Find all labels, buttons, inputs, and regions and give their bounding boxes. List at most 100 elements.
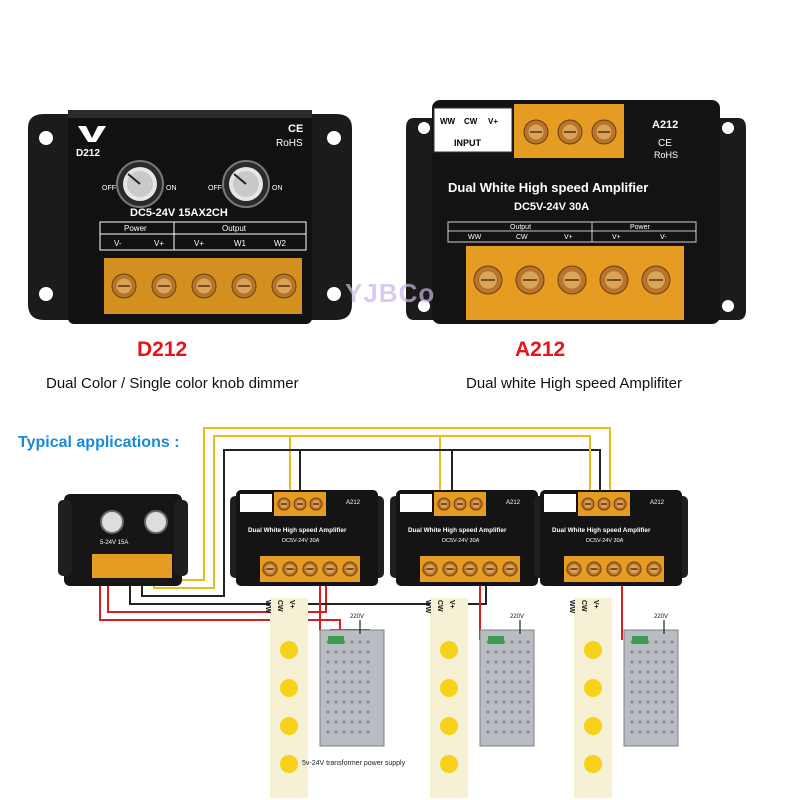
strip-label: V+ (448, 600, 455, 609)
a212-input-label: INPUT (454, 138, 482, 148)
app-output-screw (606, 561, 622, 577)
a212-screw-terminal (641, 265, 671, 295)
led-dot (584, 717, 602, 735)
a212-input-terminal-label: WW (440, 117, 456, 126)
app-amp-rating: DC5V-24V 30A (282, 538, 320, 544)
psu-caption: 5v-24V transformer power supply (302, 760, 406, 767)
led-dot (280, 679, 298, 697)
app-amp-rating: DC5V-24V 30A (442, 538, 480, 544)
strip-label: CW (276, 600, 283, 612)
app-output-screw (462, 561, 478, 577)
d212-terminal-label: W1 (234, 239, 247, 248)
app-amp-name: Dual White High speed Amplifier (408, 527, 507, 534)
strip-label: CW (580, 600, 587, 612)
led-dot (440, 641, 458, 659)
strip-label: WW (424, 600, 431, 614)
a212-rating: DC5V-24V 30A (514, 201, 589, 213)
d212-screw-terminals (111, 273, 297, 299)
d212-knob-2[interactable] (222, 160, 270, 208)
app-amp-model: A212 (346, 500, 361, 506)
d212-ce-mark: CE (288, 123, 303, 135)
strip-label: V+ (592, 600, 599, 609)
d212-output-header: Output (222, 224, 247, 233)
led-dot (584, 679, 602, 697)
app-dimmer-rating: 5-24V 15A (100, 540, 128, 546)
app-amp-rating: DC5V-24V 30A (586, 538, 624, 544)
app-amp-model: A212 (650, 500, 665, 506)
a212-model-label: A212 (652, 119, 678, 131)
a212-terminal-label: V+ (564, 234, 573, 241)
d212-title: D212 (137, 338, 188, 361)
app-amp-model: A212 (506, 500, 521, 506)
app-input-screw (581, 497, 595, 511)
a212-input-screws (523, 119, 617, 145)
app-input-screw (309, 497, 323, 511)
a212-rohs-mark: RoHS (654, 150, 678, 160)
a212-product-name: Dual White High speed Amplifier (448, 180, 648, 195)
led-dot (280, 641, 298, 659)
a212-caption: Dual white High speed Amplifiter (466, 375, 682, 392)
d212-knob-1[interactable] (116, 160, 164, 208)
a212-screw-terminals (473, 265, 671, 295)
d212-terminal-label: V+ (194, 239, 204, 248)
d212-terminal-label: W2 (274, 239, 287, 248)
app-output-screw (262, 561, 278, 577)
d212-rohs-mark: RoHS (276, 138, 303, 149)
a212-input-terminal-label: V+ (488, 117, 498, 126)
a212-device-image: WW CW V+ INPUT A212 CE RoHS Dual White Hig… (406, 100, 746, 324)
a212-input-terminal-label: CW (464, 117, 478, 126)
d212-screw-terminal (271, 273, 297, 299)
a212-input-terminal-labels: WW CW V+ (440, 117, 498, 126)
a212-input-screw (523, 119, 549, 145)
app-output-screw (342, 561, 358, 577)
a212-screw-terminal (473, 265, 503, 295)
mains-label: 220V (510, 614, 524, 620)
led-dot (584, 755, 602, 773)
d212-logo-model: D212 (76, 148, 100, 159)
led-dot (440, 717, 458, 735)
app-dimmer: 5-24V 15A (58, 494, 188, 586)
app-input-screw (613, 497, 627, 511)
watermark: YJBCo (345, 278, 436, 308)
app-output-screw (646, 561, 662, 577)
d212-terminal-label: V- (114, 239, 122, 248)
d212-power-header: Power (124, 224, 147, 233)
a212-ce-mark: CE (658, 138, 672, 149)
strip-label: V+ (288, 600, 295, 609)
app-amp-name: Dual White High speed Amplifier (552, 527, 651, 534)
a212-terminal-label: V+ (612, 234, 621, 241)
a212-terminal-label: CW (516, 234, 528, 241)
d212-screw-terminal (151, 273, 177, 299)
app-input-screw (277, 497, 291, 511)
led-dot (584, 641, 602, 659)
app-input-screw (293, 497, 307, 511)
d212-knob2-off: OFF (208, 185, 222, 192)
a212-screw-terminal (515, 265, 545, 295)
d212-screw-terminal (231, 273, 257, 299)
d212-screw-terminal (111, 273, 137, 299)
a212-input-screw (557, 119, 583, 145)
strip-label: WW (568, 600, 575, 614)
d212-knob1-on: ON (166, 185, 177, 192)
a212-power-header: Power (630, 224, 651, 231)
app-output-screw (502, 561, 518, 577)
app-input-screw (597, 497, 611, 511)
app-amp-name: Dual White High speed Amplifier (248, 527, 347, 534)
app-input-screw (437, 497, 451, 511)
led-dot (280, 717, 298, 735)
mains-label: 220V (654, 614, 668, 620)
app-output-screw (442, 561, 458, 577)
app-output-screw (482, 561, 498, 577)
app-output-screw (302, 561, 318, 577)
applications-title: Typical applications : (18, 434, 180, 451)
d212-rating: DC5-24V 15AX2CH (130, 207, 228, 219)
strip-label: CW (436, 600, 443, 612)
a212-title: A212 (515, 338, 566, 361)
d212-device-image: D212 CE RoHS OFF ON OFF ON DC5-24V 15AX2… (28, 110, 352, 324)
led-dot (440, 679, 458, 697)
